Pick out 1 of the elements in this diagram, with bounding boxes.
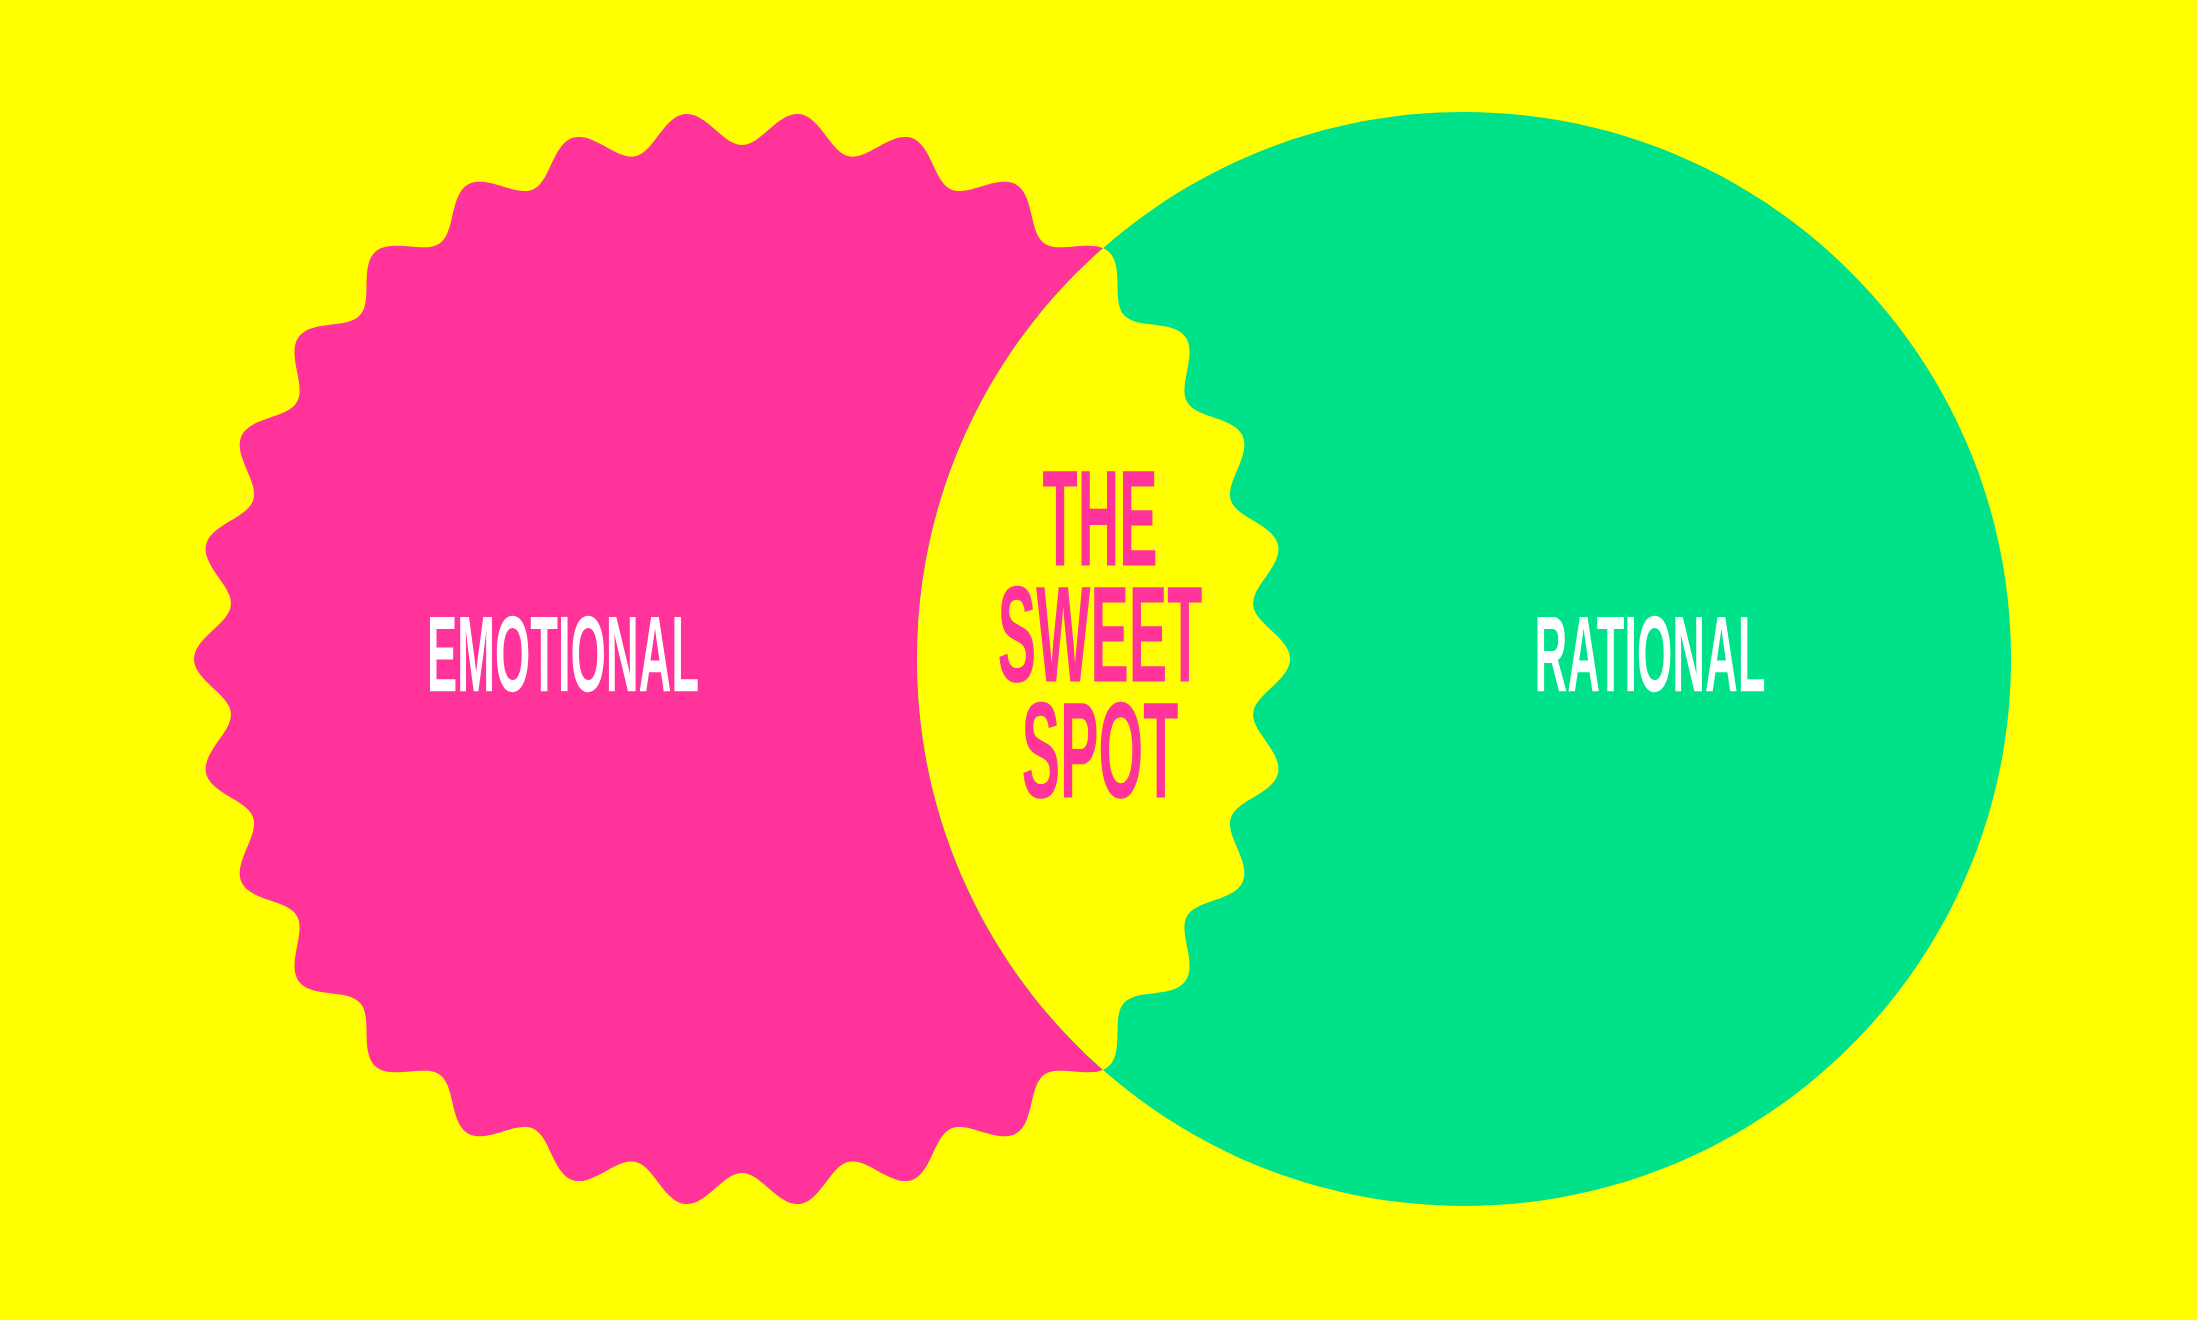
overlap-region: THE SWEET SPOT <box>917 113 1290 1205</box>
